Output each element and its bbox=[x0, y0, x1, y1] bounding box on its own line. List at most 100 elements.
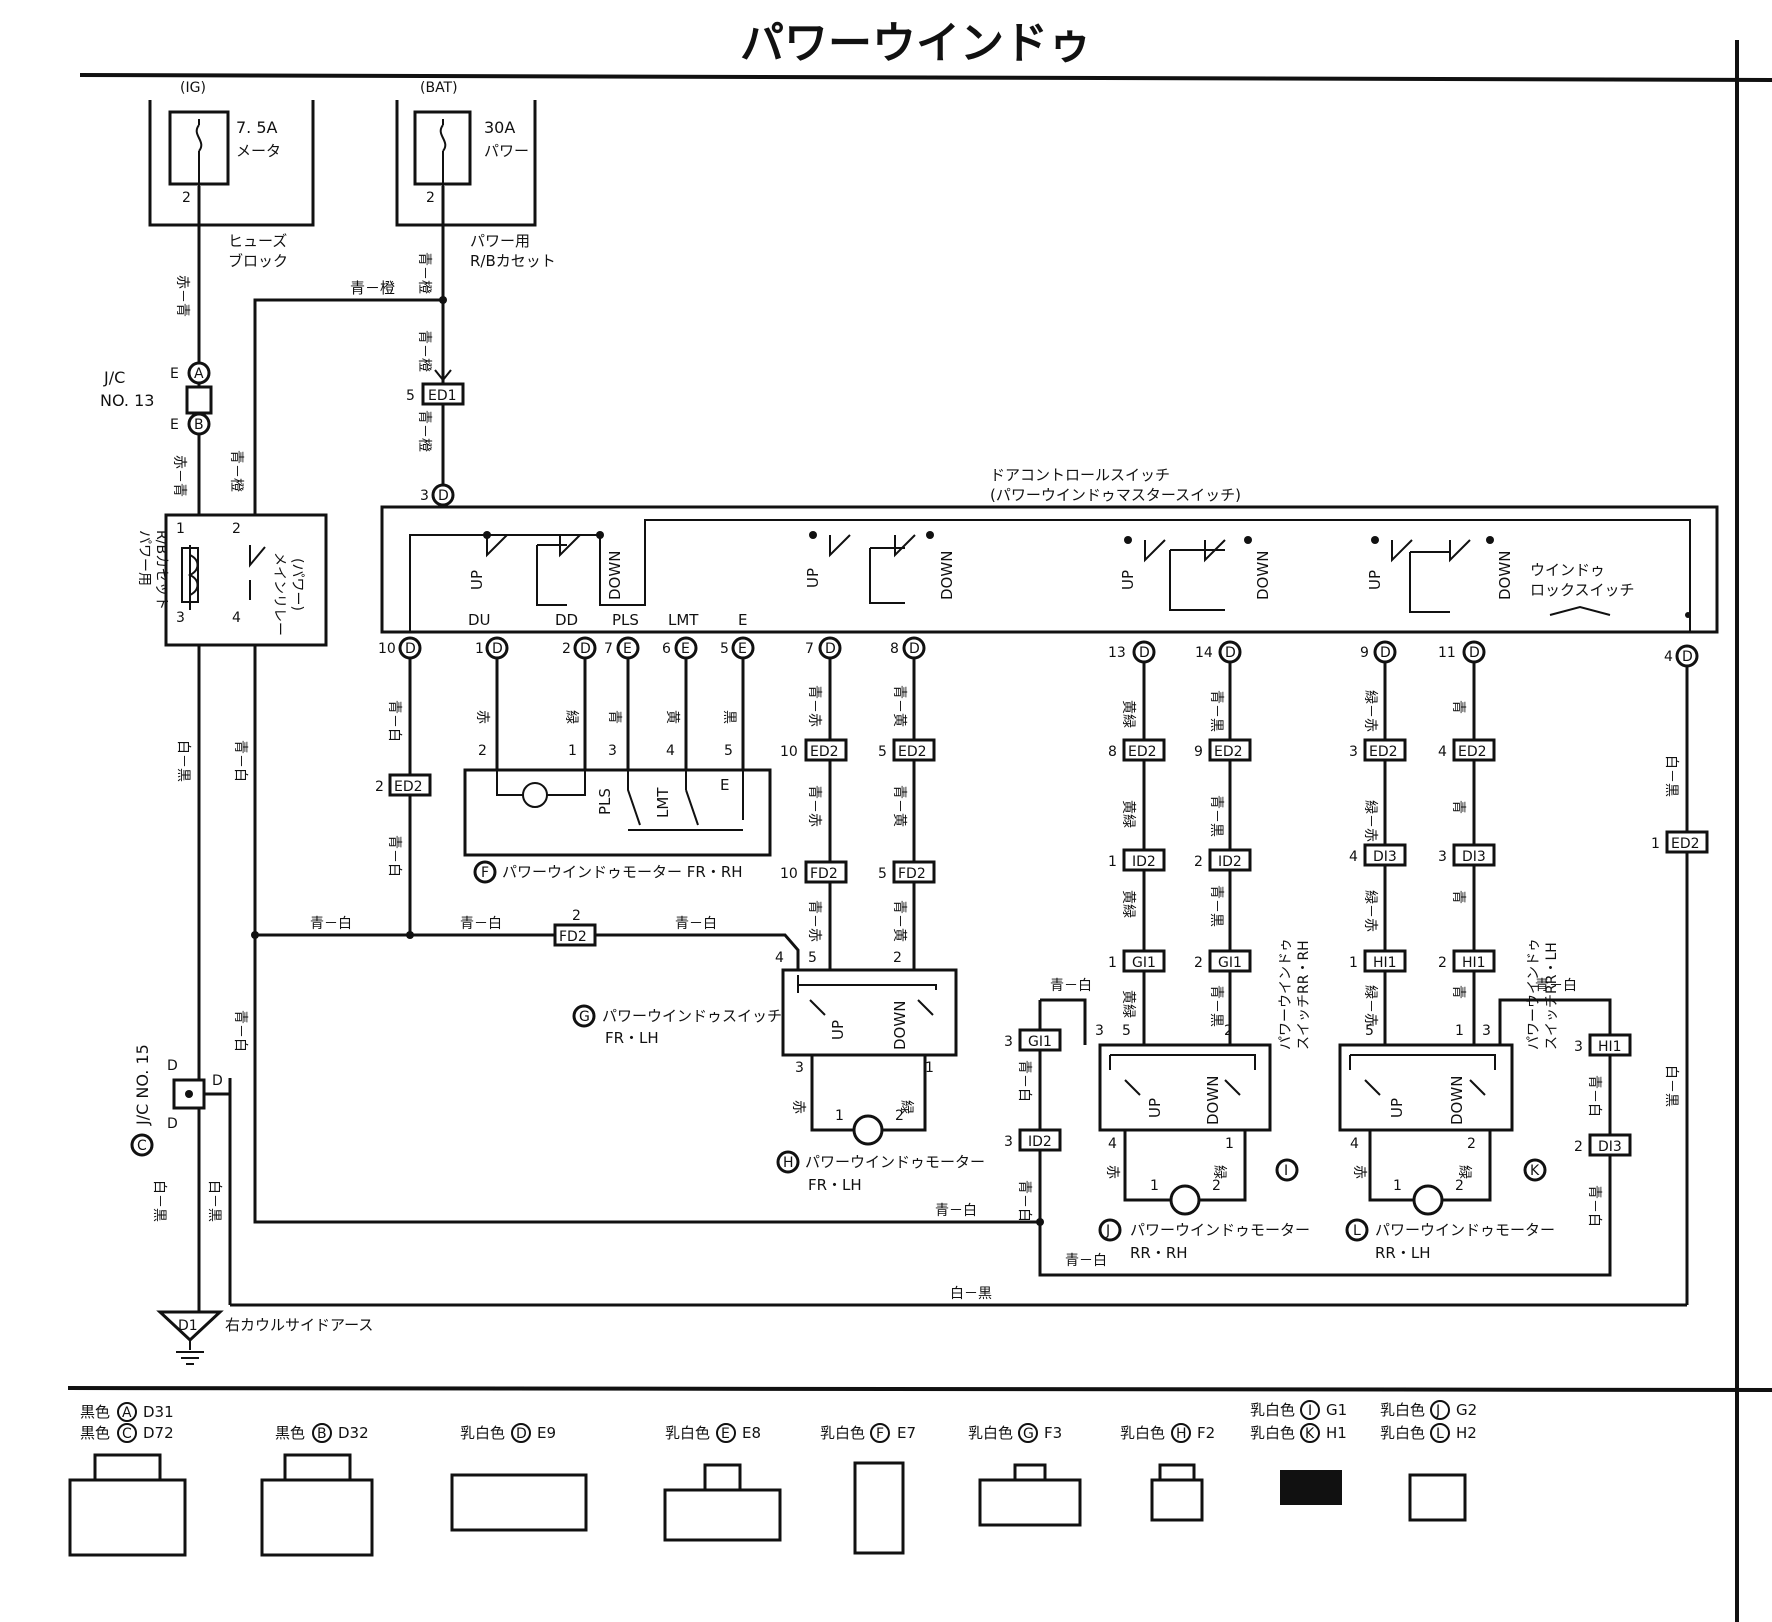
svg-text:GI1: GI1 bbox=[1132, 955, 1156, 971]
svg-text:D: D bbox=[1380, 645, 1391, 661]
svg-text:FD2: FD2 bbox=[559, 929, 587, 945]
jc13-label-2: NO. 13 bbox=[100, 391, 154, 410]
legend-color: 乳白色 bbox=[460, 1424, 505, 1442]
svg-text:7: 7 bbox=[805, 641, 814, 657]
switch-fr-lh-label: パワーウインドゥスイッチ bbox=[602, 1007, 782, 1025]
pin-label: 2 bbox=[1212, 1178, 1221, 1194]
svg-text:1: 1 bbox=[475, 641, 484, 657]
legend-color: 黒色 bbox=[80, 1403, 110, 1421]
fuse-bat-name: パワー bbox=[484, 142, 529, 160]
svg-text:ID2: ID2 bbox=[1218, 854, 1242, 870]
svg-text:1: 1 bbox=[1349, 955, 1358, 971]
svg-text:14: 14 bbox=[1195, 645, 1213, 661]
svg-text:1: 1 bbox=[1225, 1136, 1234, 1152]
legend-letter: K bbox=[1305, 1426, 1315, 1442]
svg-text:1: 1 bbox=[1108, 955, 1117, 971]
up-label: UP bbox=[468, 570, 486, 590]
marker-f bbox=[473, 860, 497, 884]
ground-icon bbox=[176, 1340, 204, 1365]
svg-text:E: E bbox=[738, 641, 747, 657]
lock-switch-label: ウインドゥ bbox=[1530, 561, 1605, 579]
svg-text:5: 5 bbox=[724, 743, 733, 759]
svg-text:8: 8 bbox=[1108, 744, 1117, 760]
svg-text:5: 5 bbox=[878, 866, 887, 882]
wire-color: 青－黒 bbox=[1208, 795, 1224, 837]
connector-shape bbox=[663, 1463, 782, 1542]
fuse-ig-name: メータ bbox=[236, 142, 281, 160]
svg-text:5: 5 bbox=[1122, 1023, 1131, 1039]
down-label: DOWN bbox=[1254, 551, 1272, 600]
wire-color: 青－白 bbox=[1586, 1075, 1602, 1117]
wire-relay-feed bbox=[253, 298, 1040, 1224]
bat-label: (BAT) bbox=[420, 80, 458, 96]
svg-text:D: D bbox=[580, 641, 591, 657]
svg-text:8: 8 bbox=[890, 641, 899, 657]
pin-label: E bbox=[170, 417, 179, 433]
svg-text:D: D bbox=[825, 641, 836, 657]
svg-text:1: 1 bbox=[568, 743, 577, 759]
marker-h bbox=[776, 1150, 800, 1174]
lock-switch-label-2: ロックスイッチ bbox=[1530, 581, 1635, 599]
legend-code: G2 bbox=[1456, 1401, 1477, 1419]
jc13-body bbox=[185, 385, 213, 415]
ig-block-name: ヒューズ bbox=[228, 232, 287, 250]
wire-color: 青－白 bbox=[232, 740, 248, 782]
down-label: DOWN bbox=[1496, 551, 1514, 600]
pin-label: 2 bbox=[895, 1108, 904, 1124]
relay-side: パワー用 bbox=[136, 530, 152, 586]
relay-side-2: R/Bカセット bbox=[153, 530, 169, 610]
up-label: UP bbox=[804, 568, 822, 588]
legend-code: H2 bbox=[1456, 1424, 1477, 1442]
wire-color: 青－白 bbox=[1016, 1060, 1032, 1102]
splice bbox=[439, 296, 447, 304]
svg-text:10: 10 bbox=[378, 641, 396, 657]
ig-label: (IG) bbox=[180, 80, 206, 96]
legend-item-b: 黒色 B D32 bbox=[260, 1423, 374, 1557]
wire-color: 白－黒 bbox=[206, 1180, 222, 1222]
wire-color: 青－黄 bbox=[891, 900, 908, 942]
term-e: E bbox=[738, 611, 747, 629]
wire-color: 青－橙 bbox=[350, 279, 395, 297]
legend-letter: C bbox=[122, 1426, 132, 1442]
svg-text:7: 7 bbox=[604, 641, 613, 657]
svg-text:ED2: ED2 bbox=[1369, 744, 1398, 760]
legend-color: 乳白色 bbox=[1380, 1401, 1425, 1419]
wire-color: 青－白 bbox=[386, 835, 402, 877]
wire-color: 緑－赤 bbox=[1362, 985, 1378, 1027]
jc13-pin-b bbox=[187, 412, 211, 436]
legend-code: G1 bbox=[1326, 1401, 1347, 1419]
svg-text:3: 3 bbox=[795, 1060, 804, 1076]
svg-text:D: D bbox=[909, 641, 920, 657]
wire-color: 青－黒 bbox=[1208, 885, 1224, 927]
relay-coil bbox=[187, 545, 199, 610]
wire-color: 青－白 bbox=[460, 916, 502, 932]
marker-letter: G bbox=[579, 1009, 590, 1025]
svg-text:2: 2 bbox=[562, 641, 571, 657]
wire-color: 緑 bbox=[1211, 1165, 1227, 1179]
legend-item-ac: 黒色 A D31 黒色 C D72 bbox=[68, 1402, 187, 1557]
down-label: DOWN bbox=[891, 1001, 909, 1050]
wire-color: 黄緑 bbox=[1120, 800, 1137, 828]
fuse-bat-symbol bbox=[439, 119, 447, 186]
fuse-ig-symbol bbox=[195, 119, 203, 186]
motor-term-pls: PLS bbox=[596, 788, 614, 815]
connector-shape bbox=[1408, 1473, 1467, 1522]
connector-shape bbox=[260, 1453, 374, 1557]
pin-label: B bbox=[194, 417, 204, 433]
connector-legend: 黒色 A D31 黒色 C D72 黒色 B D32 乳白色 D E9 乳白色 bbox=[68, 1400, 1477, 1557]
wire-color: 青－黒 bbox=[1208, 690, 1224, 732]
wire-color: 青 bbox=[1450, 800, 1466, 814]
relay-name-2: (パワー) bbox=[289, 558, 305, 611]
up-label: UP bbox=[1119, 570, 1137, 590]
motor-term-e: E bbox=[720, 776, 729, 794]
pin-label: D bbox=[438, 488, 449, 504]
svg-text:ED2: ED2 bbox=[1458, 744, 1487, 760]
legend-letter: I bbox=[1308, 1403, 1312, 1419]
connector-shape bbox=[1280, 1470, 1342, 1505]
svg-text:5: 5 bbox=[808, 950, 817, 966]
pin-label: D bbox=[212, 1073, 223, 1089]
legend-letter: H bbox=[1176, 1426, 1187, 1442]
motor-term-lmt: LMT bbox=[654, 787, 672, 818]
